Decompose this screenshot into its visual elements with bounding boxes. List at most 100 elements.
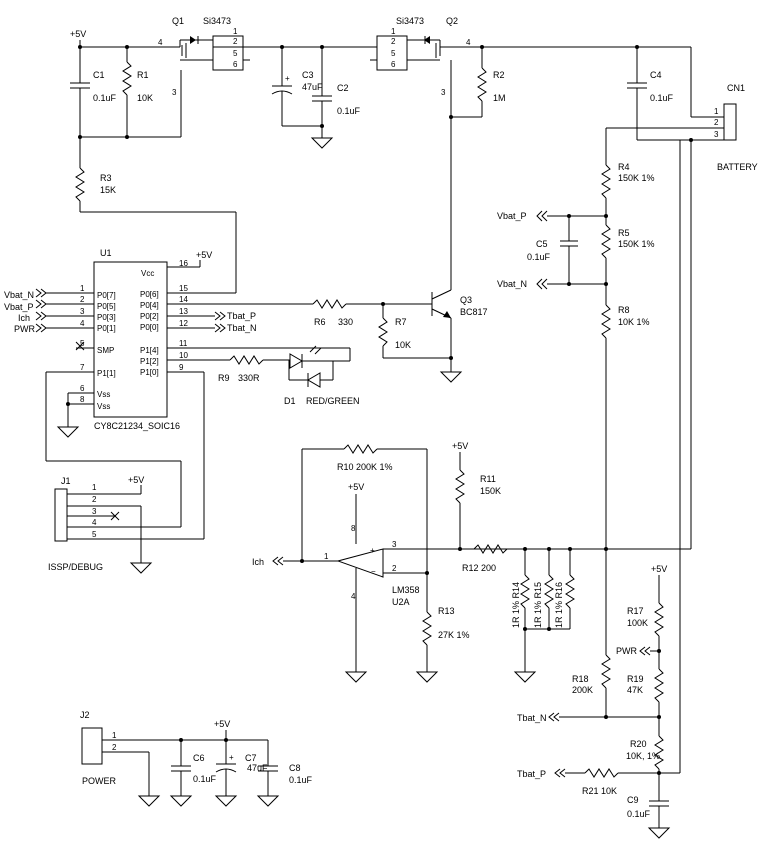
svg-text:P1[2]: P1[2] (140, 357, 159, 366)
svg-text:1: 1 (324, 552, 329, 561)
vcc-label-u1: +5V (196, 250, 212, 260)
svg-text:10: 10 (179, 351, 188, 360)
temp-net-pwr: PWR (616, 646, 637, 656)
amp-net-ich: Ich (252, 557, 264, 567)
r11-val: 150K (480, 486, 501, 496)
c5-val: 0.1uF (527, 252, 551, 262)
svg-text:1: 1 (714, 107, 719, 116)
u1-part: CY8C21234_SOIC16 (94, 421, 180, 431)
q1-pin3: 3 (172, 88, 177, 97)
q1-ref: Q1 (172, 16, 184, 26)
d1-led: R9 330R D1 RED/GREEN (218, 345, 360, 406)
svg-text:2: 2 (92, 495, 97, 504)
svg-text:5: 5 (92, 530, 97, 539)
svg-text:3: 3 (714, 130, 719, 139)
r7-val: 10K (395, 340, 411, 350)
u1-net-ich: Ich (18, 313, 30, 323)
q2-pin3: 3 (441, 88, 446, 97)
r14-label: 1R 1% R14 (511, 582, 521, 628)
r13-val: 27K 1% (438, 630, 470, 640)
vcc-label-top: +5V (70, 29, 86, 39)
r1-val: 10K (137, 93, 153, 103)
u1-net-tbat-n: Tbat_N (227, 323, 257, 333)
vcc-label-j2: +5V (214, 719, 230, 729)
r3-ref: R3 (100, 173, 112, 183)
svg-text:11: 11 (179, 339, 188, 348)
svg-text:5: 5 (80, 339, 85, 348)
svg-text:3: 3 (392, 540, 397, 549)
svg-text:2: 2 (80, 295, 85, 304)
cn1-label: BATTERY (717, 162, 758, 172)
svg-text:14: 14 (179, 295, 188, 304)
j2-label: POWER (82, 776, 117, 786)
cn1-battery-connector: CN1 1 2 3 BATTERY (606, 83, 758, 172)
svg-text:6: 6 (391, 60, 396, 69)
svg-text:4: 4 (351, 592, 356, 601)
svg-text:+: + (370, 546, 375, 555)
svg-text:P0[7]: P0[7] (97, 291, 116, 300)
vcc-label-r11: +5V (452, 441, 468, 451)
c9-val: 0.1uF (627, 809, 651, 819)
q1-pin-box: 1 2 5 6 (213, 27, 377, 69)
r11-ref: R11 (480, 474, 496, 484)
svg-text:5: 5 (391, 49, 396, 58)
c3-plus: + (285, 74, 290, 83)
r21-label: R21 10K (582, 786, 617, 796)
svg-text:Vss: Vss (97, 390, 110, 399)
svg-text:6: 6 (233, 60, 238, 69)
r2-ref: R2 (493, 70, 505, 80)
c5-ref: C5 (536, 239, 548, 249)
c6-ref: C6 (193, 753, 205, 763)
svg-text:2: 2 (714, 118, 719, 127)
u1-ref: U1 (100, 248, 112, 258)
c7-val: 47uF (247, 763, 268, 773)
q3-part: BC817 (460, 307, 488, 317)
svg-text:1: 1 (391, 27, 396, 36)
svg-text:15: 15 (179, 284, 188, 293)
c3-ref: C3 (302, 70, 314, 80)
svg-text:8: 8 (351, 524, 356, 533)
q2-mosfet: Si3473 Q2 1 2 5 6 4 3 (370, 16, 691, 117)
c1-val: 0.1uF (93, 93, 117, 103)
r1-ref: R1 (137, 70, 149, 80)
c4-val: 0.1uF (650, 93, 674, 103)
svg-text:P1[1]: P1[1] (97, 369, 116, 378)
q3-ref: Q3 (460, 295, 472, 305)
r3-val: 15K (100, 185, 116, 195)
r18-ref: R18 (572, 674, 589, 684)
r9-val: 330R (238, 373, 260, 383)
svg-text:16: 16 (179, 259, 188, 268)
svg-text:5: 5 (233, 49, 238, 58)
svg-text:1: 1 (80, 284, 85, 293)
svg-text:3: 3 (80, 307, 85, 316)
svg-text:13: 13 (179, 307, 188, 316)
vbat-n-label-right: Vbat_N (497, 279, 527, 289)
u2-ref: U2A (392, 597, 410, 607)
q1-part: Si3473 (203, 16, 231, 26)
svg-text:1: 1 (233, 27, 238, 36)
svg-text:2: 2 (391, 37, 396, 46)
cn1-ref: CN1 (727, 83, 745, 93)
r6-val: 330 (338, 317, 353, 327)
shunt-resistors: 1R 1% R14 1R 1% R15 1R 1% R16 (511, 549, 575, 683)
svg-text:6: 6 (80, 384, 85, 393)
r6-ref: R6 (314, 317, 326, 327)
r17-val: 100K (627, 618, 648, 628)
c7-plus: + (229, 753, 234, 762)
top-power-path: +5V 4 C1 0.1uF R1 10K 3 Q1 Si3473 1 2 5 … (70, 16, 713, 149)
svg-text:−: − (371, 567, 376, 576)
svg-text:P0[1]: P0[1] (97, 324, 116, 333)
svg-text:SMP: SMP (97, 346, 114, 355)
r4-ref: R4 (618, 162, 630, 172)
u1-net-vbat-n: Vbat_N (4, 290, 34, 300)
svg-text:4: 4 (80, 319, 85, 328)
vbat-divider: R4 150K 1% Vbat_P R5 150K 1% C5 0.1uF Vb… (497, 128, 655, 549)
u2-part: LM358 (392, 585, 420, 595)
r5-ref: R5 (618, 228, 630, 238)
q2-pin4: 4 (466, 38, 471, 47)
svg-text:12: 12 (179, 319, 188, 328)
q2-part: Si3473 (396, 16, 424, 26)
q3-driver: R6 330 R7 10K Q3 BC817 (312, 117, 488, 383)
j1-issp-connector: J1 1 +5V 2 3 4 5 ISSP/DEBUG (45, 372, 205, 574)
